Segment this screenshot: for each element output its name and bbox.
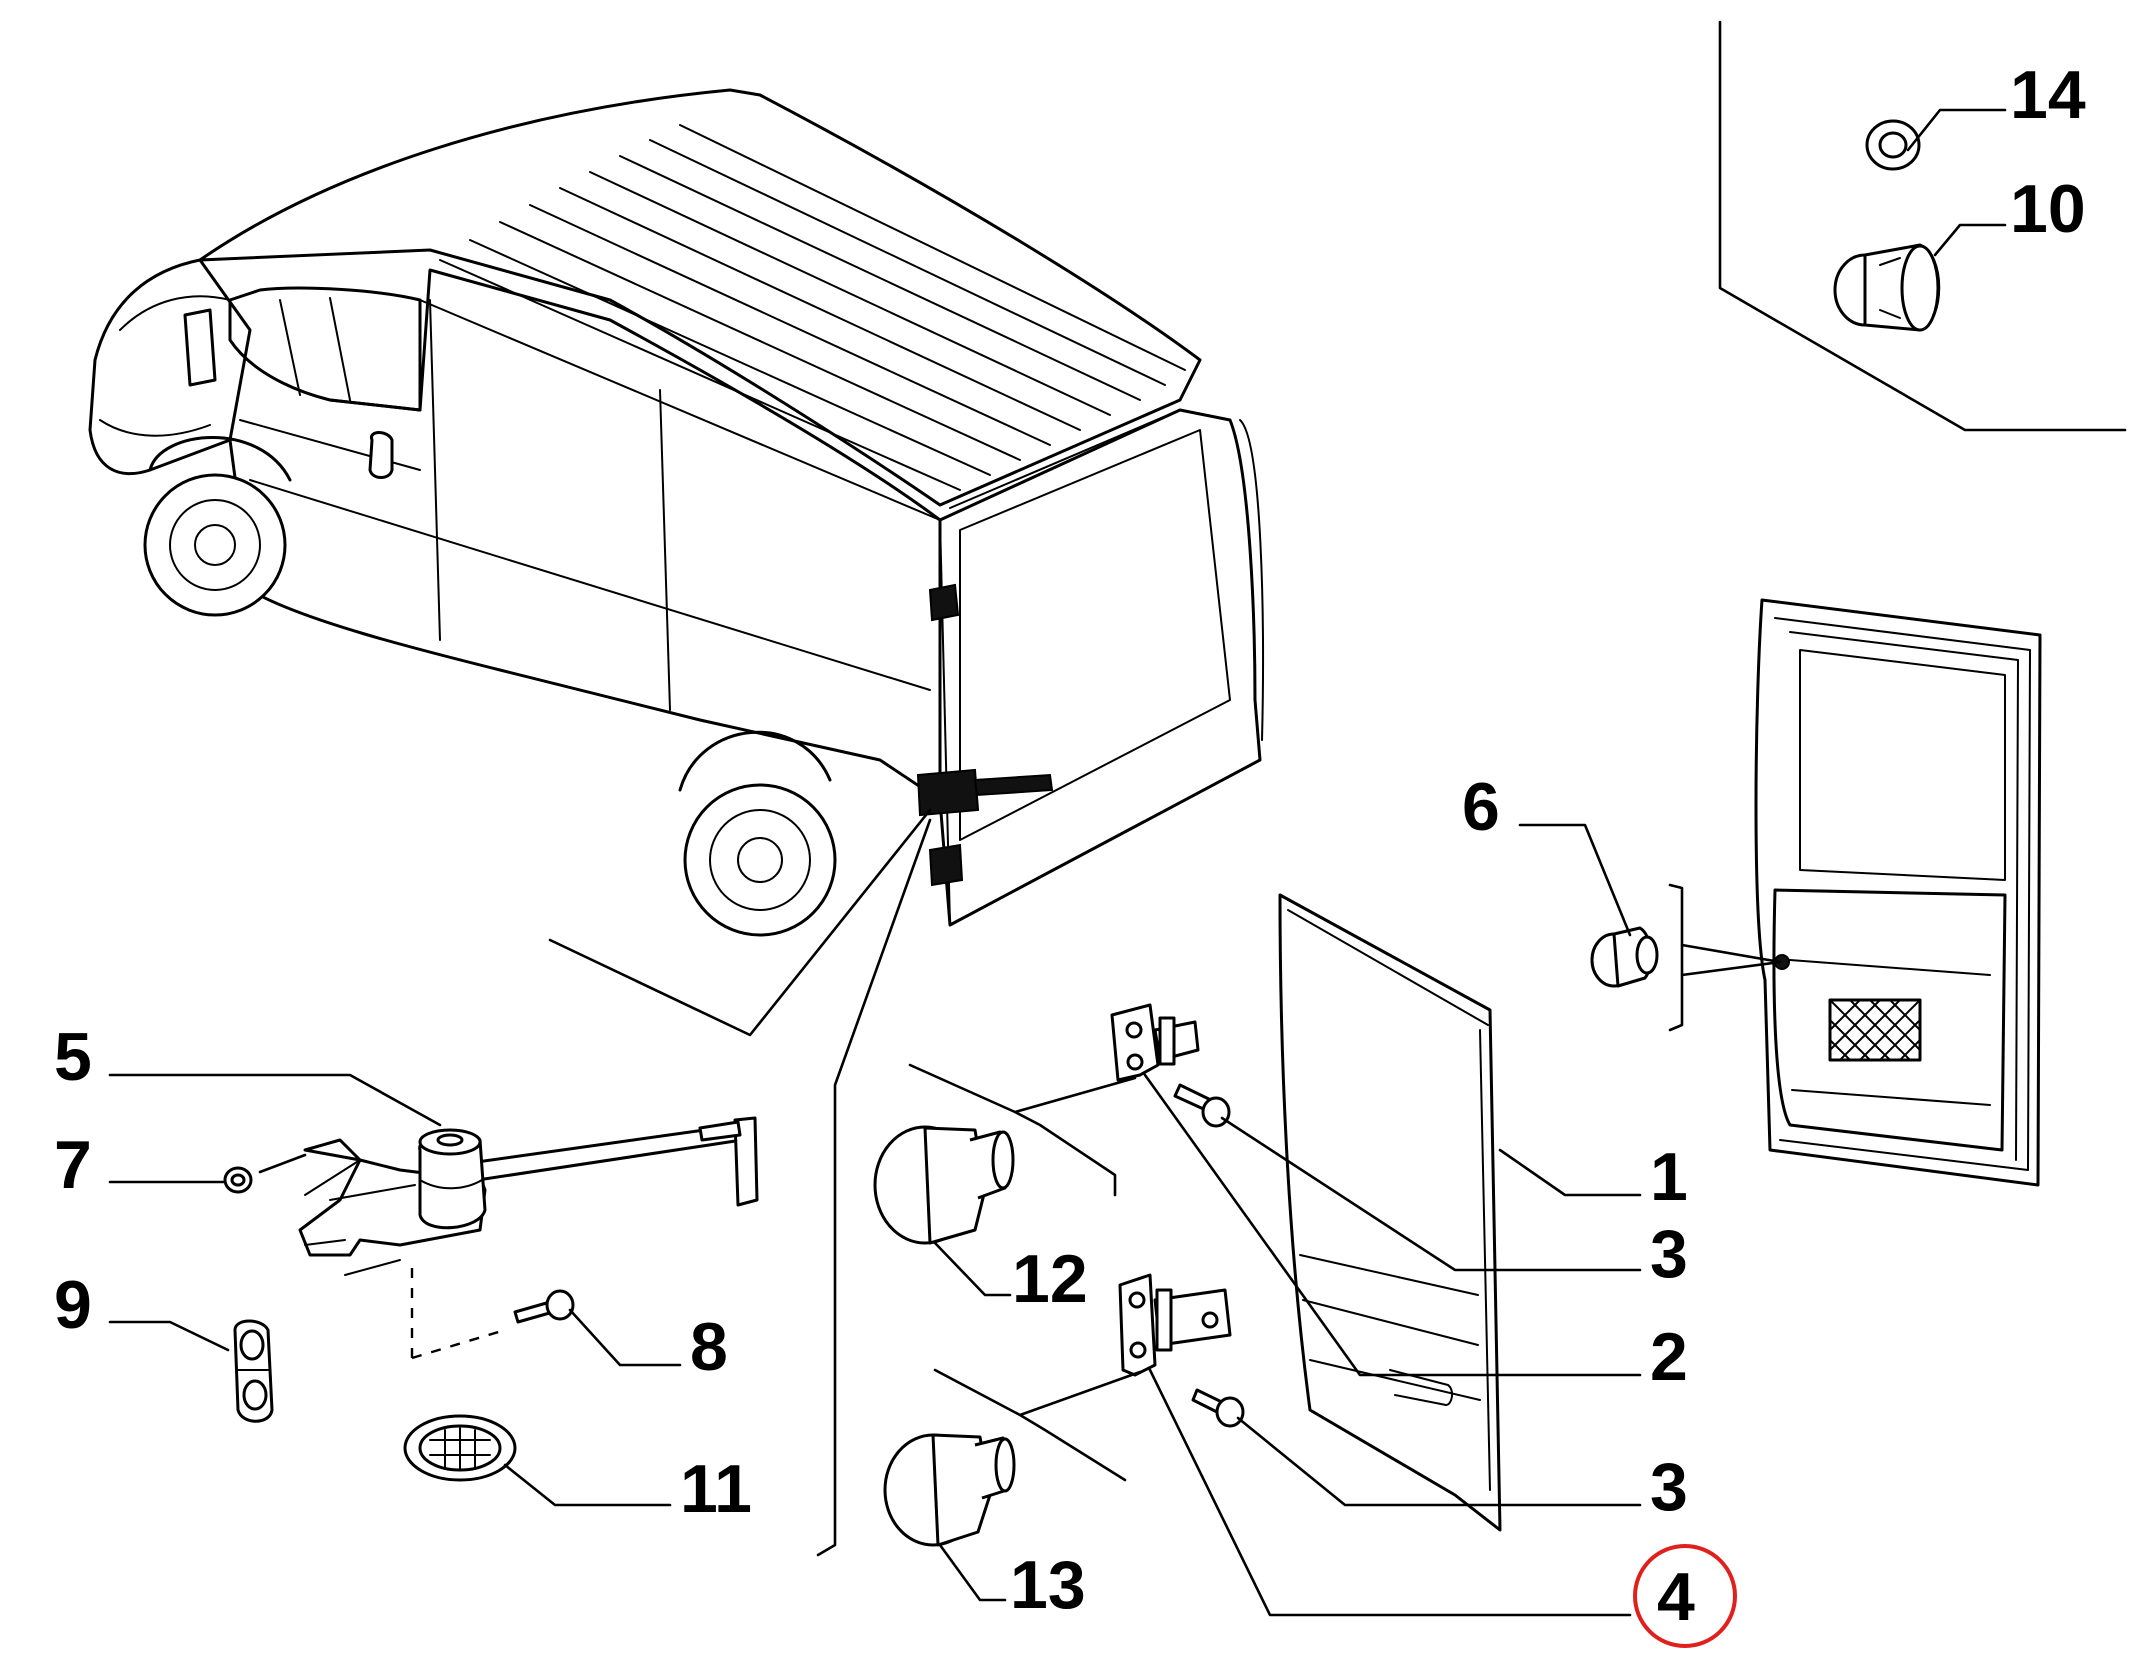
callout-12[interactable]: 12 <box>1012 1241 1088 1317</box>
leader-3a <box>1220 1116 1642 1272</box>
leader-2 <box>1143 1073 1642 1377</box>
callout-3-lower[interactable]: 3 <box>1650 1449 1688 1525</box>
stop-6 <box>1590 926 1659 988</box>
grommet-11 <box>403 1414 517 1482</box>
leader-6-pin <box>1680 943 1782 977</box>
leader-7-axis <box>258 1153 307 1174</box>
callout-11[interactable]: 11 <box>680 1451 752 1527</box>
leader-10 <box>1933 223 2007 257</box>
rear-door-assembly <box>1754 598 2042 1187</box>
callout-4[interactable]: 4 <box>1657 1559 1695 1635</box>
van-illustration <box>88 88 1264 937</box>
leader-hinge-upper <box>908 1063 1137 1197</box>
leader-5 <box>108 1073 442 1127</box>
plug-12 <box>873 1125 1015 1245</box>
leader-van-lower <box>816 818 932 1557</box>
bolt-3a <box>1173 1083 1231 1128</box>
leader-14 <box>1906 108 2007 152</box>
callout-5[interactable]: 5 <box>54 1019 92 1095</box>
bolt-8 <box>513 1289 575 1324</box>
door-panel-1 <box>1278 893 1502 1532</box>
clip-10 <box>1833 243 1941 332</box>
plug-13 <box>883 1433 1016 1547</box>
leader-13 <box>938 1543 1007 1602</box>
leader-12 <box>933 1241 1012 1297</box>
leader-van-upper <box>548 808 932 1037</box>
dashed-axis-8b <box>411 1328 506 1360</box>
hinge-lower <box>1118 1273 1232 1377</box>
callout-13[interactable]: 13 <box>1010 1547 1086 1623</box>
leader-9 <box>108 1320 230 1352</box>
leader-3b <box>1236 1416 1642 1507</box>
leader-4 <box>1148 1368 1632 1617</box>
callout-9[interactable]: 9 <box>54 1267 92 1343</box>
washer-14 <box>1865 119 1921 171</box>
callout-7[interactable]: 7 <box>54 1127 92 1203</box>
nut-7 <box>223 1166 253 1194</box>
door-check-tick <box>344 1259 401 1276</box>
inset-frame <box>1718 20 2127 432</box>
callout-3-upper[interactable]: 3 <box>1650 1216 1688 1292</box>
callout-1[interactable]: 1 <box>1650 1139 1688 1215</box>
bracket-6 <box>1668 883 1684 1032</box>
bolt-3b <box>1191 1388 1245 1428</box>
hinge-upper <box>1110 1003 1200 1082</box>
leader-8 <box>568 1308 682 1367</box>
leader-hinge-lower <box>933 1368 1142 1482</box>
callout-10[interactable]: 10 <box>2010 171 2086 247</box>
bumper-9 <box>233 1319 274 1423</box>
callout-14[interactable]: 14 <box>2010 57 2086 133</box>
callout-8[interactable]: 8 <box>690 1309 728 1385</box>
leader-1 <box>1498 1148 1642 1197</box>
callout-2[interactable]: 2 <box>1650 1319 1688 1395</box>
leader-11 <box>503 1463 672 1507</box>
leader-6 <box>1518 823 1632 937</box>
door-check-5 <box>298 1116 759 1257</box>
highlight-circle-4 <box>1633 1544 1737 1648</box>
callout-6[interactable]: 6 <box>1462 769 1500 845</box>
